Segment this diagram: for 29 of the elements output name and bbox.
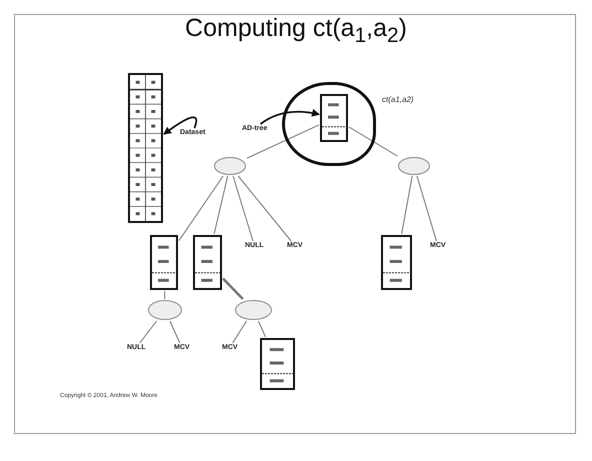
tree-edge [246, 124, 320, 159]
tree-edge [258, 320, 266, 338]
tree-edge [232, 176, 254, 242]
hand-drawn-circle [282, 82, 376, 166]
tree-edge [169, 320, 180, 344]
tree-edge [401, 176, 413, 234]
tree-edge [164, 290, 166, 300]
tree-node-oval [235, 300, 272, 320]
arrow [260, 109, 320, 125]
tree-edge [238, 176, 292, 242]
slide-title: Computing ct(a$_{1}$,a$_{2}$) [184, 14, 408, 48]
arrow [163, 116, 198, 135]
tree-edge [232, 320, 248, 344]
tree-edge [139, 320, 158, 344]
tree-node-oval [214, 157, 246, 175]
table-drawing [193, 235, 222, 290]
tree-edge [348, 126, 398, 156]
tree-edge [178, 176, 224, 242]
tree-edge [214, 176, 228, 234]
table-drawing [381, 235, 412, 290]
table-drawing [260, 338, 295, 390]
tree-edge [416, 176, 437, 242]
annotation-label: ct(a1,a2) [382, 95, 414, 104]
table-drawing [128, 73, 163, 223]
tree-edge [222, 278, 244, 300]
table-drawing [320, 94, 348, 142]
tree-node-oval [398, 157, 430, 175]
tree-node-oval [148, 300, 182, 320]
table-drawing [150, 235, 178, 290]
